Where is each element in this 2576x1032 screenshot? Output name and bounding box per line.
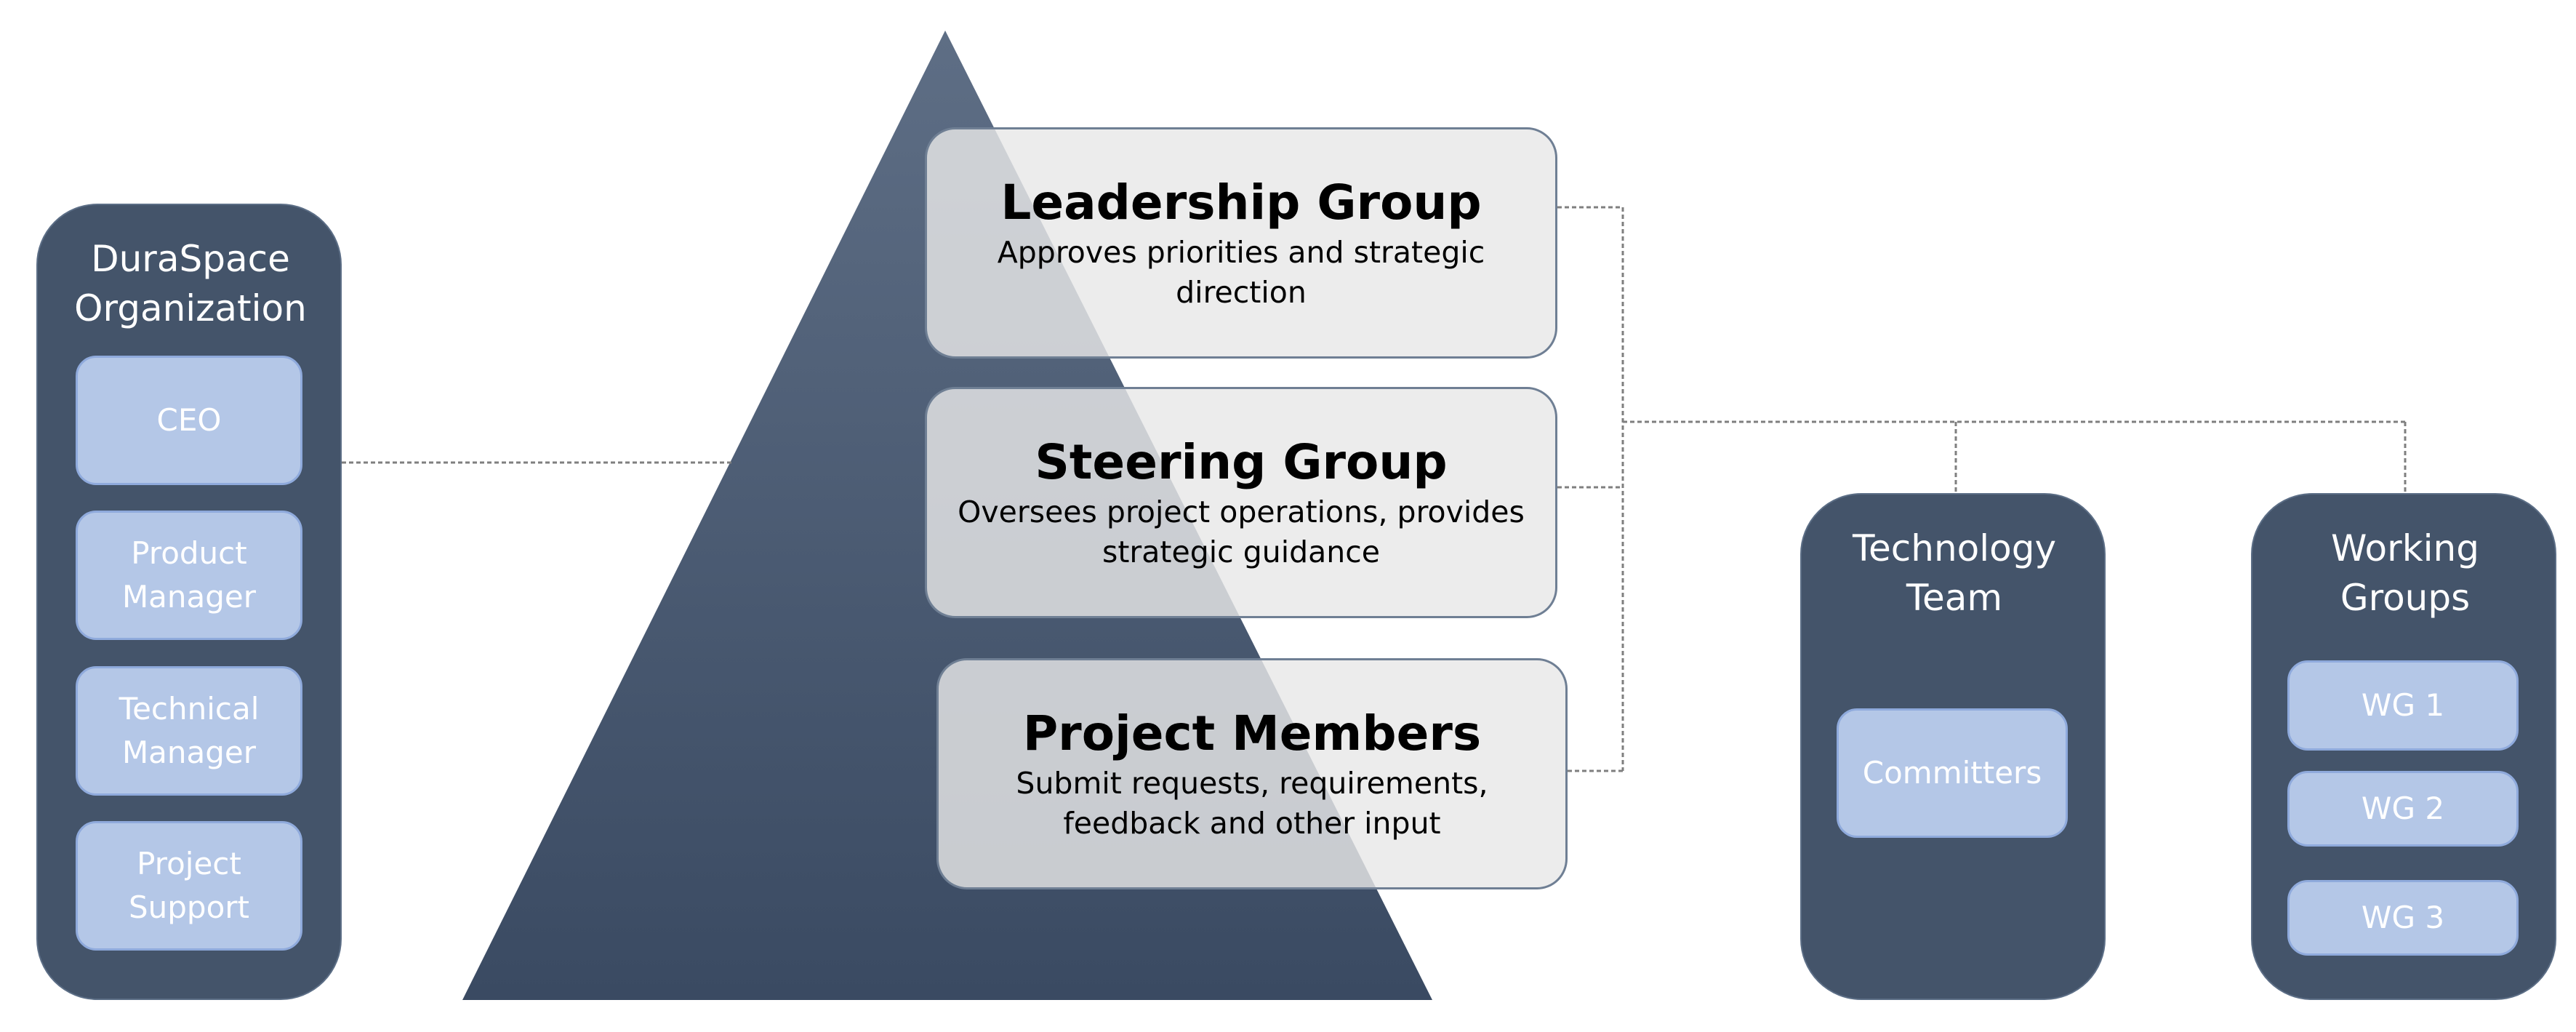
role-product-manager: Product Manager — [76, 511, 302, 640]
role-ceo: CEO — [76, 356, 302, 485]
committers-box: Committers — [1837, 708, 2068, 838]
leadership-group-description: Approves priorities and strategic direct… — [997, 235, 1485, 310]
wg-1-box: WG 1 — [2287, 660, 2519, 751]
wg-2-box: WG 2 — [2287, 771, 2519, 847]
steering-group-title: Steering Group — [1035, 434, 1448, 490]
technology-team-title: Technology Team — [1852, 527, 2057, 619]
technology-team-panel: Technology Team Committers — [1800, 493, 2106, 1000]
project-members-box: Project Members Submit requests, require… — [936, 658, 1568, 889]
role-project-support: Project Support — [76, 821, 302, 951]
working-groups-title: Working Groups — [2331, 527, 2479, 619]
working-groups-panel: Working Groups WG 1 WG 2 WG 3 — [2251, 493, 2556, 1000]
project-members-title: Project Members — [1022, 705, 1482, 761]
wg-3-box: WG 3 — [2287, 880, 2519, 956]
leadership-group-title: Leadership Group — [1000, 175, 1482, 231]
steering-group-description: Oversees project operations, provides st… — [958, 495, 1525, 569]
leadership-group-box: Leadership Group Approves priorities and… — [925, 127, 1557, 359]
role-technical-manager: Technical Manager — [76, 666, 302, 796]
steering-group-box: Steering Group Oversees project operatio… — [925, 387, 1557, 618]
durspace-panel: DuraSpace Organization CEO Product Manag… — [36, 204, 342, 1000]
durspace-title: DuraSpace Organization — [74, 238, 307, 329]
project-members-description: Submit requests, requirements, feedback … — [1016, 766, 1488, 841]
connector-lines — [342, 206, 2407, 772]
